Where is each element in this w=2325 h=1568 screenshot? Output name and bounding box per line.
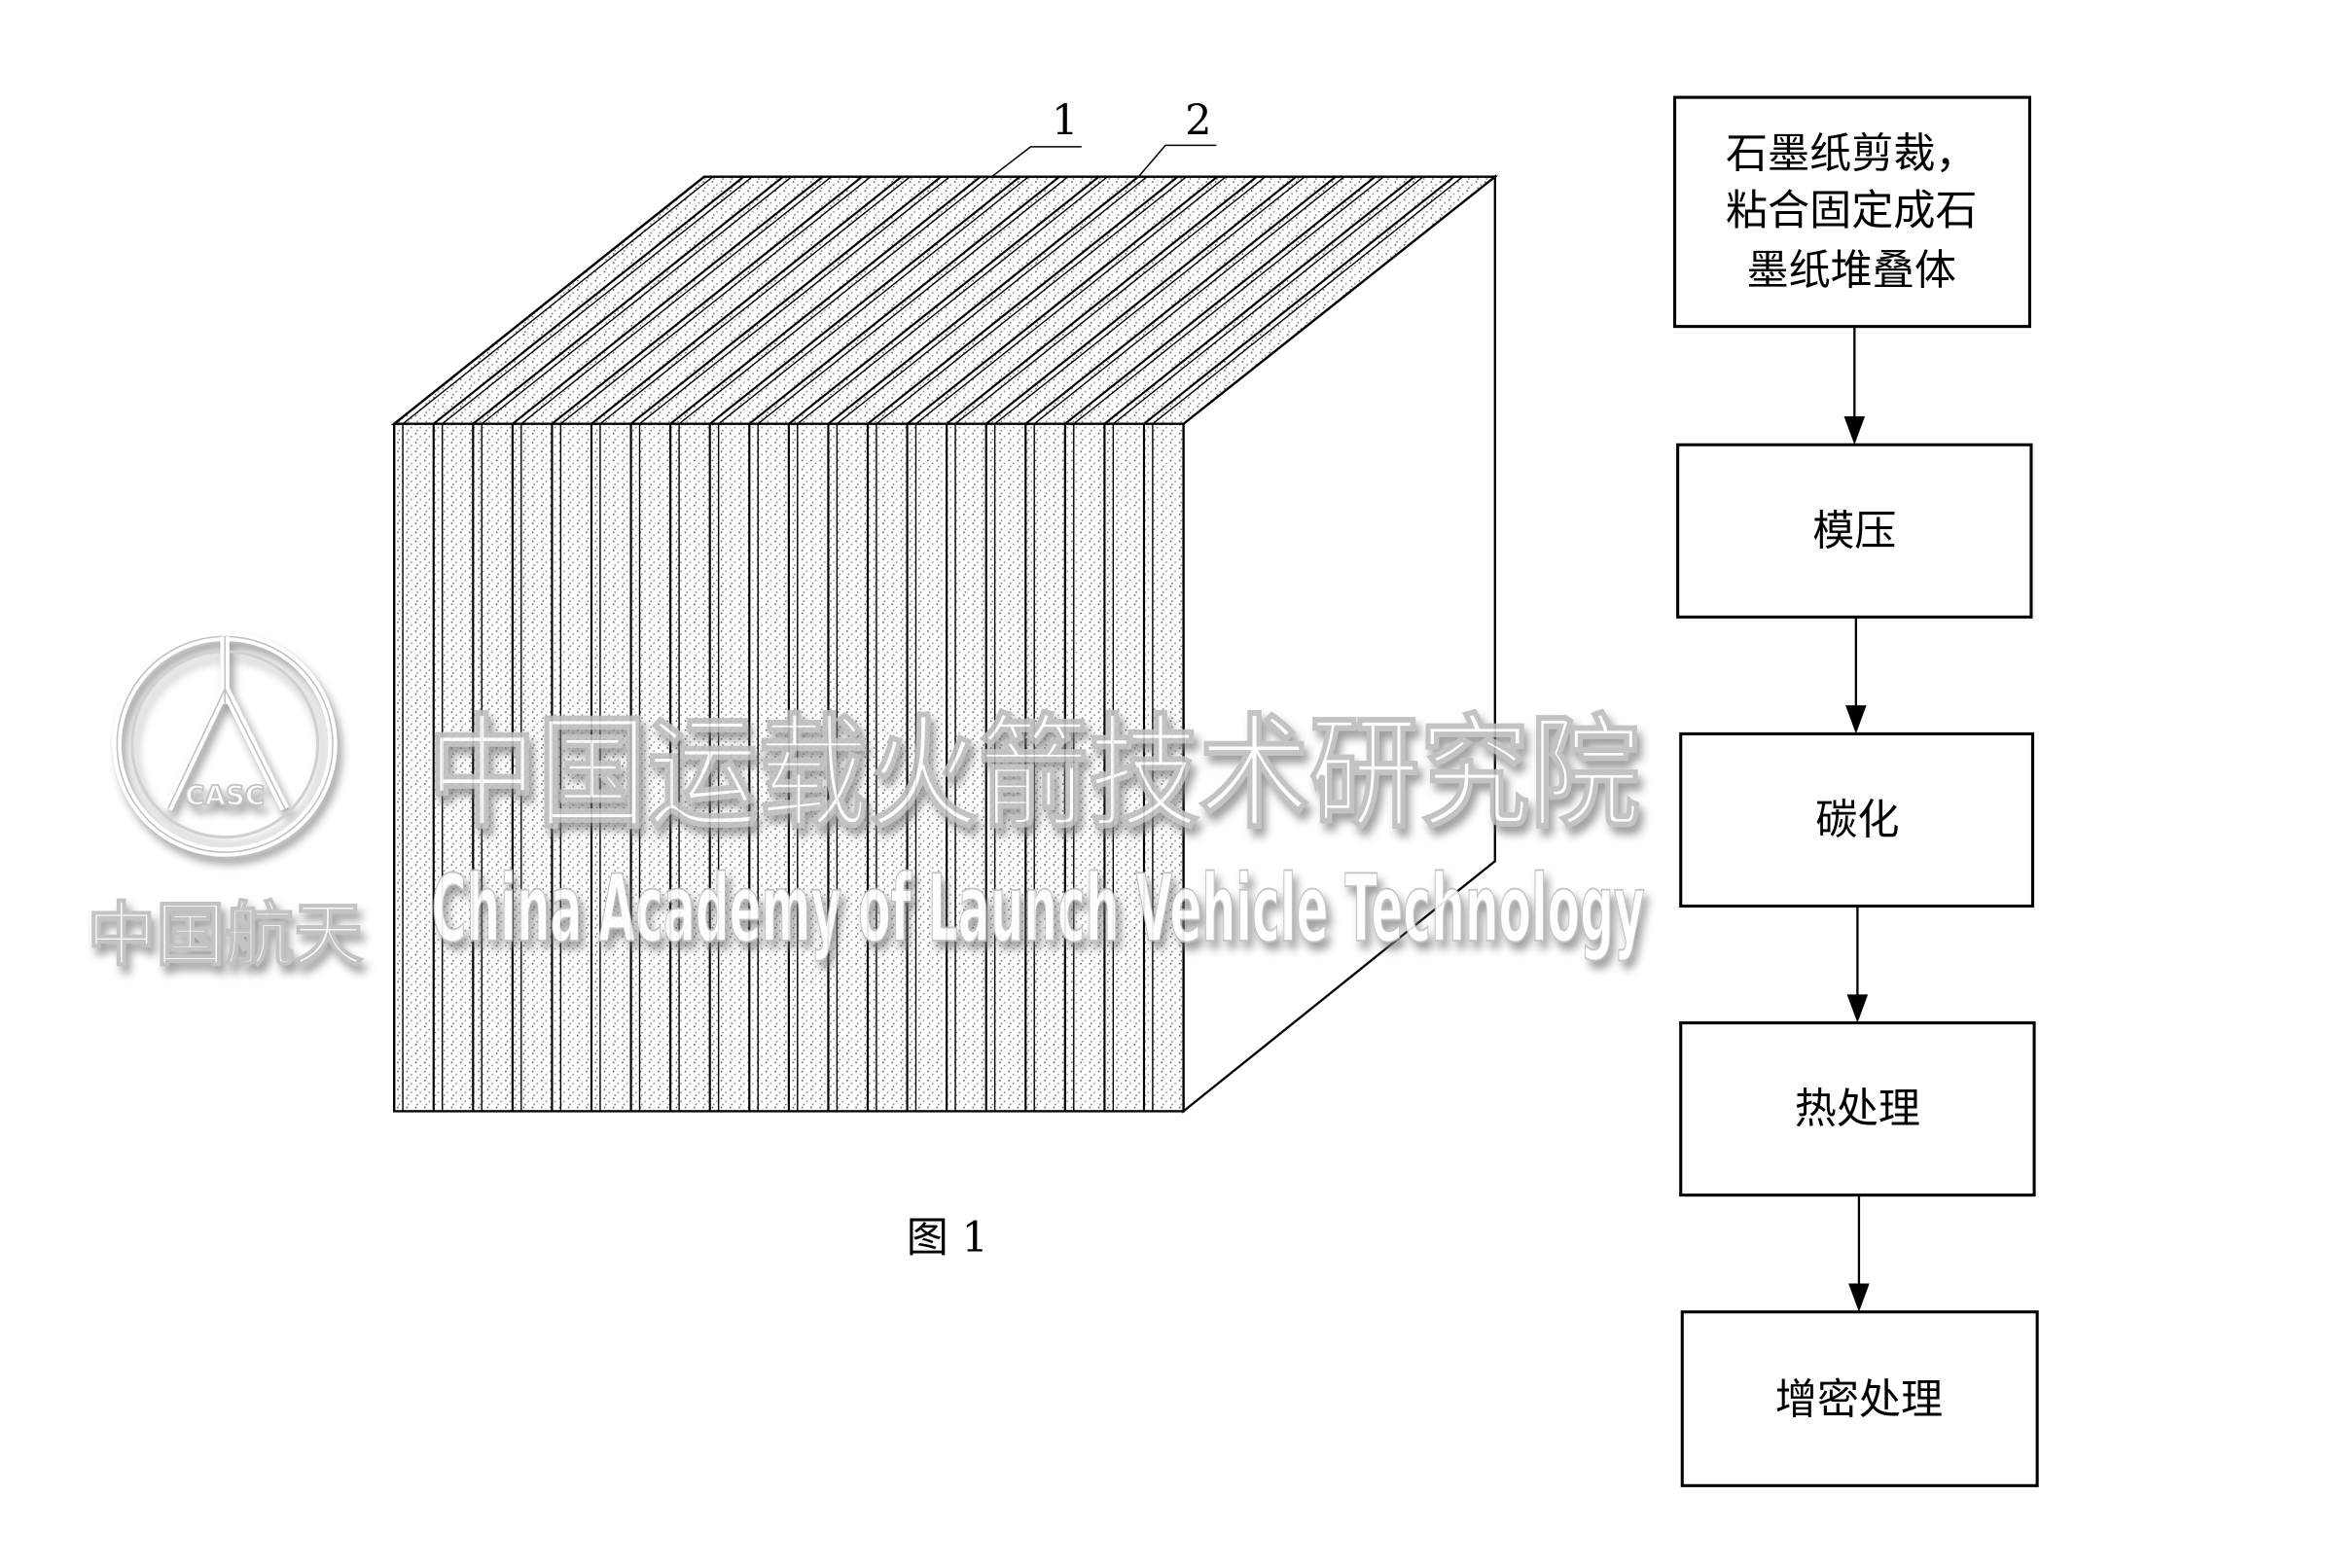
label-2-text: 2	[1185, 97, 1211, 146]
graphite-layer-edge	[914, 176, 1227, 1112]
graphite-layer-edge	[946, 175, 1258, 1112]
graphite-layer-edge	[432, 175, 745, 1112]
graphite-layer-edge	[866, 175, 1179, 1112]
graphite-layer-edge	[993, 176, 1306, 1112]
arrow-icon	[1848, 1283, 1870, 1312]
label-1-text: 1	[1052, 97, 1078, 146]
graphite-layer-edge	[669, 175, 982, 1112]
step-heat-treatment: 热处理	[1679, 1021, 2036, 1197]
graphite-layer-edge	[1024, 175, 1337, 1112]
graphite-layer-edge	[511, 175, 824, 1112]
graphite-layer-edge	[1063, 175, 1377, 1112]
graphite-layer-edge	[906, 175, 1218, 1112]
watermark-title-en: China Academy of Launch Vehicle Technolo…	[432, 854, 1645, 963]
graphite-layer-edge	[787, 175, 1100, 1112]
graphite-layer-edge	[876, 176, 1188, 1112]
arrow-icon	[1843, 416, 1866, 445]
graphite-layer-edge	[748, 175, 1060, 1112]
logo-text: CASC	[185, 779, 265, 811]
graphite-layer-edge	[1142, 175, 1455, 1112]
graphite-layer-edge	[472, 175, 784, 1112]
graphite-layer-edge	[836, 176, 1148, 1112]
graphite-layer-edge	[708, 175, 1021, 1112]
watermark: CASC 中国航天 中国运载火箭技术研究院 China Academy of L…	[87, 631, 1646, 976]
graphite-layer-edge	[402, 176, 714, 1112]
graphite-layer-edge	[1112, 176, 1424, 1112]
svg-text:石墨纸剪裁，: 石墨纸剪裁，	[1726, 129, 1978, 178]
graphite-layer-edge	[629, 175, 942, 1112]
step-molding: 模压	[1676, 443, 2033, 619]
logo-caption: 中国航天	[88, 894, 363, 975]
graphite-layer-edge	[599, 176, 912, 1112]
label-1: 1	[991, 97, 1082, 178]
graphite-layers	[393, 175, 1464, 1112]
svg-text:碳化: 碳化	[1815, 797, 1899, 845]
svg-text:模压: 模压	[1812, 507, 1896, 555]
watermark-title-cn: 中国运载火箭技术研究院	[427, 702, 1640, 845]
graphite-layer-edge	[481, 176, 793, 1112]
svg-text:墨纸堆叠体: 墨纸堆叠体	[1746, 247, 1955, 296]
graphite-layer-edge	[1103, 175, 1415, 1112]
graphite-layer-edge	[590, 175, 903, 1112]
graphite-layer-edge	[678, 176, 990, 1112]
casc-logo: CASC	[112, 631, 338, 857]
graphite-layer-edge	[827, 175, 1139, 1112]
graphite-layer-edge	[520, 176, 832, 1112]
svg-text:增密处理: 增密处理	[1775, 1375, 1943, 1424]
step-carbonization: 碳化	[1679, 731, 2035, 909]
label-2: 2	[1137, 97, 1217, 178]
arrow-icon	[1845, 705, 1867, 734]
graphite-layer-edge	[559, 176, 872, 1112]
step-cutting-bonding: 石墨纸剪裁， 粘合固定成石 墨纸堆叠体	[1673, 95, 2031, 329]
graphite-layer-edge	[717, 176, 1029, 1112]
graphite-layer-edge	[757, 176, 1069, 1112]
process-flowchart: 石墨纸剪裁， 粘合固定成石 墨纸堆叠体 模压 碳化 热处理 增密处理	[1673, 95, 2039, 1487]
graphite-layer-edge	[1073, 176, 1384, 1112]
svg-text:热处理: 热处理	[1795, 1086, 1920, 1134]
figure-caption: 图 1	[907, 1214, 988, 1263]
svg-text:粘合固定成石: 粘合固定成石	[1726, 187, 1978, 235]
graphite-stack-cube	[390, 174, 1499, 1114]
graphite-layer-edge	[797, 176, 1108, 1112]
graphite-layer-edge	[638, 176, 950, 1112]
graphite-layer-edge	[954, 176, 1267, 1112]
graphite-layer-edge	[551, 175, 863, 1112]
graphite-layer-edge	[393, 175, 705, 1112]
graphite-layer-edge	[1152, 176, 1464, 1112]
arrow-icon	[1846, 994, 1869, 1023]
step-densification: 增密处理	[1680, 1310, 2039, 1487]
graphite-layer-edge	[984, 175, 1298, 1112]
graphite-layer-edge	[1033, 176, 1345, 1112]
graphite-layer-edge	[441, 176, 753, 1112]
